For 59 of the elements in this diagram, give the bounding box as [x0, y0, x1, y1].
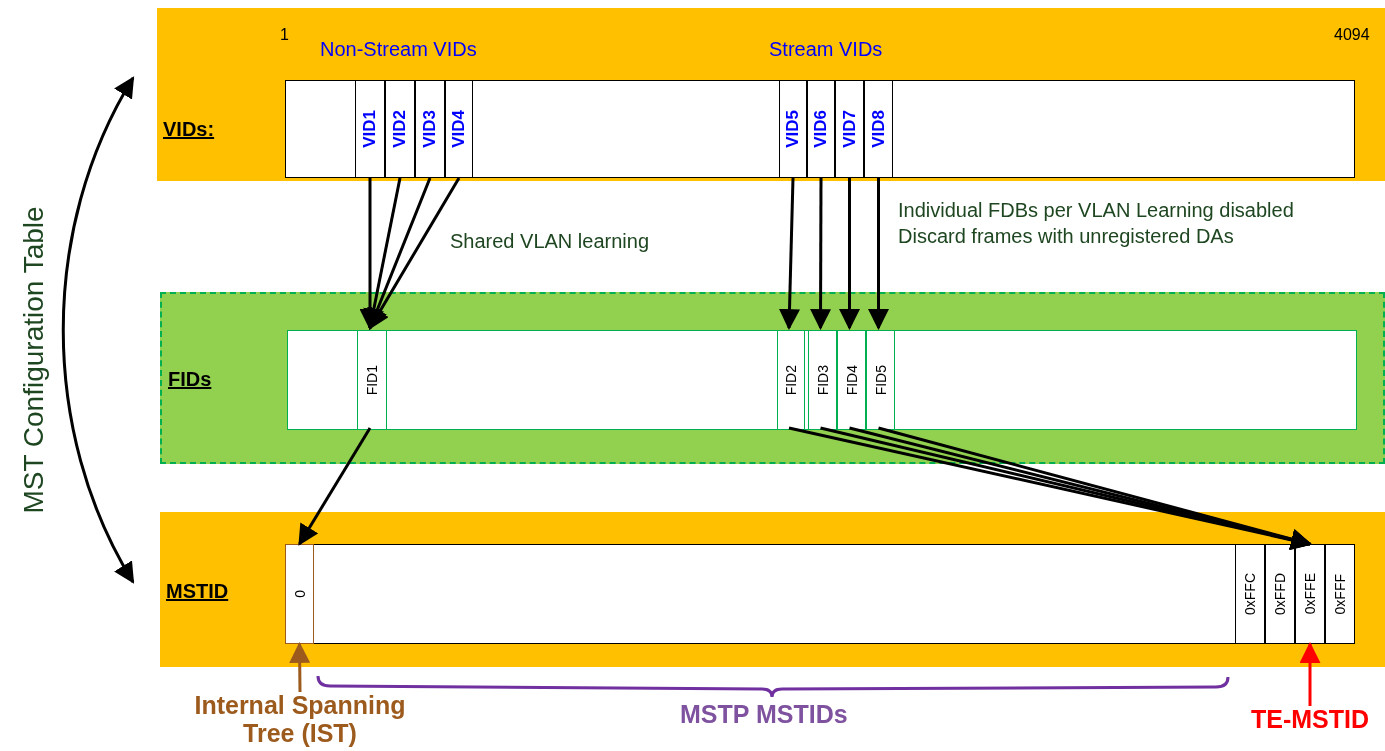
group-label: MSTP MSTIDs: [680, 700, 848, 729]
id-label: 0xFFF: [1332, 573, 1348, 615]
band-panel: [160, 292, 1385, 464]
id-label: VID7: [839, 110, 860, 148]
id-label: 0xFFC: [1242, 573, 1258, 615]
id-label: FID4: [843, 364, 860, 396]
id-cell: [837, 330, 866, 430]
id-cell: [385, 80, 415, 178]
id-label: FID3: [814, 364, 831, 396]
id-cell: [357, 330, 387, 430]
id-cell: [1265, 544, 1295, 644]
id-label: VID5: [783, 110, 803, 148]
id-cell: [835, 80, 864, 178]
arrow: [868, 178, 889, 331]
id-label: VID1: [360, 110, 380, 148]
band-panel: [157, 8, 1385, 181]
arrow: [779, 177, 800, 331]
id-cell: [808, 330, 837, 430]
id-label: VID3: [420, 110, 440, 148]
id-label: VID2: [390, 110, 410, 148]
id-cell: [864, 80, 893, 178]
id-cell: [777, 330, 805, 430]
group-label: Stream VIDs: [769, 38, 883, 61]
row-label: MSTID: [166, 580, 229, 603]
id-label: FID2: [783, 364, 799, 396]
arrow: [367, 177, 432, 330]
id-label: 0xFFD: [1272, 573, 1288, 615]
id-cell: [1295, 544, 1325, 644]
arrow: [368, 177, 461, 330]
id-cell: [415, 80, 445, 178]
callout-text: TE-MSTID: [1230, 706, 1385, 742]
id-cell: [285, 544, 314, 644]
id-label: FID1: [364, 364, 380, 396]
id-cell: [1235, 544, 1265, 644]
tick-label: 4094: [1334, 26, 1370, 44]
id-cell: [355, 80, 385, 178]
arrow: [298, 427, 372, 546]
id-cell: [866, 330, 895, 430]
group-label: Non-Stream VIDs: [320, 38, 477, 61]
band-panel: [160, 512, 1385, 667]
callout-text: Internal Spanning Tree (IST): [170, 692, 430, 748]
id-label: 0xFFE: [1302, 573, 1318, 615]
id-cell: [445, 80, 473, 178]
id-label: VID4: [449, 110, 469, 148]
arrow: [810, 178, 832, 331]
arrow: [839, 178, 860, 331]
tick-label: 1: [280, 26, 289, 44]
id-cell: [779, 80, 807, 178]
id-label: FID5: [872, 364, 889, 396]
note-text: Shared VLAN learning: [450, 230, 649, 253]
arrow: [61, 76, 135, 584]
id-cell: [807, 80, 835, 178]
id-label: 0: [291, 590, 308, 598]
note-text: Individual FDBs per VLAN Learning disabled Discard frames with unregistered DAs: [898, 198, 1295, 249]
row-label: FIDs: [168, 368, 212, 391]
id-label: VID6: [811, 110, 831, 148]
id-label: VID8: [868, 110, 889, 148]
row-label: VIDs:: [163, 118, 215, 141]
rotated-title: MST Configuration Table: [18, 206, 50, 514]
